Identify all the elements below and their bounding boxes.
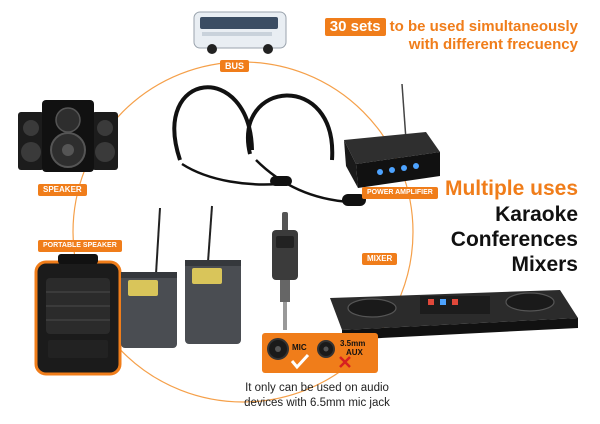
headset-icon <box>246 93 366 206</box>
aux-size-label: 3.5mm <box>340 339 366 348</box>
label-speaker: SPEAKER <box>38 184 87 196</box>
bus-icon <box>193 11 287 54</box>
compatibility-note: It only can be used on audio devices wit… <box>222 381 412 411</box>
uses-title: Multiple uses <box>444 177 578 200</box>
use-item-conferences: Conferences <box>450 228 578 251</box>
note-line-2: devices with 6.5mm mic jack <box>244 397 390 409</box>
headset-icon <box>172 85 292 186</box>
use-item-karaoke: Karaoke <box>495 203 578 226</box>
bodypack-transmitter-icon <box>121 207 177 348</box>
bodypack-transmitter-icon <box>185 205 241 344</box>
power-amplifier-icon <box>344 83 440 188</box>
mixer-icon <box>330 290 578 340</box>
label-bus: BUS <box>220 60 250 72</box>
aux-label: AUX <box>346 348 363 357</box>
note-line-1: It only can be used on audio <box>245 382 389 394</box>
check-icon <box>290 353 310 370</box>
portable-speaker-icon <box>34 254 122 376</box>
use-item-mixers: Mixers <box>511 253 578 276</box>
uses-list: Multiple uses Karaoke Conferences Mixers <box>445 176 578 277</box>
jack-graphics <box>267 338 351 370</box>
label-power-amplifier: POWER AMPLIFIER <box>362 187 438 199</box>
cross-icon <box>339 356 351 368</box>
speaker-icon <box>18 100 118 172</box>
jack-compatibility-panel: MIC 3.5mm AUX <box>262 333 378 373</box>
mic-jack-label: MIC <box>292 343 307 352</box>
headline-line-1: to be used simultaneously <box>389 18 578 35</box>
sets-count-badge: 30 sets <box>324 18 386 36</box>
headline-line-2: with different frecuency <box>408 36 578 53</box>
label-portable-speaker: PORTABLE SPEAKER <box>38 240 122 252</box>
receiver-plug-icon <box>272 212 298 330</box>
label-mixer: MIXER <box>362 253 398 265</box>
